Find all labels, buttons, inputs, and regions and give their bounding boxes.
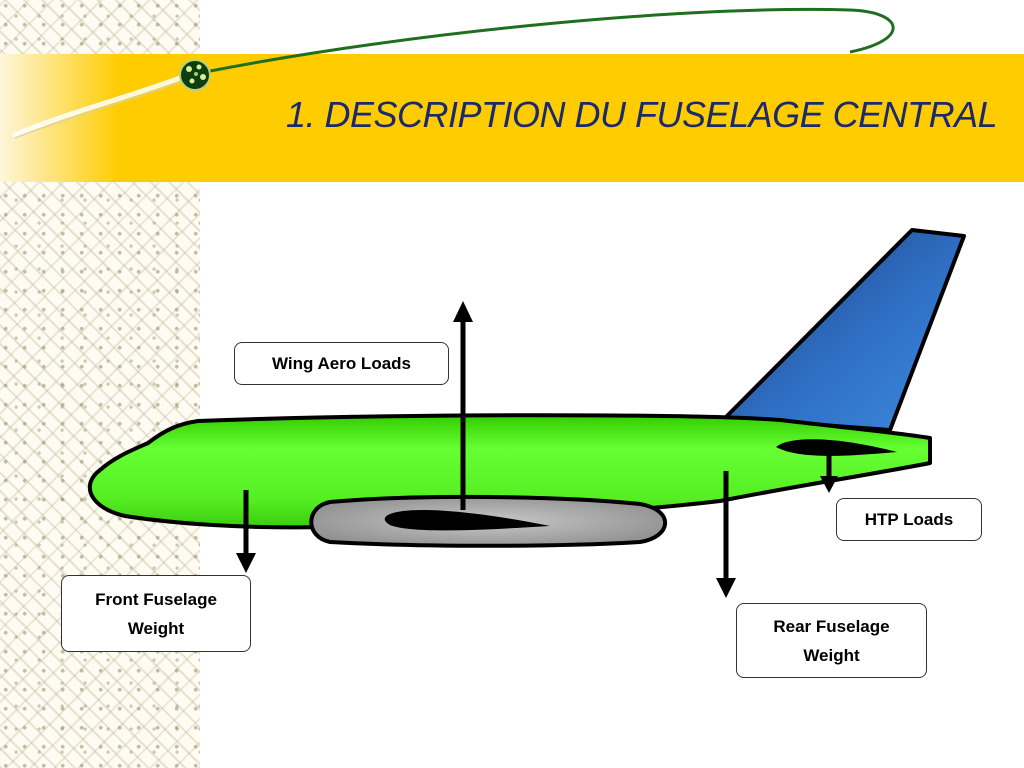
vertical-tail bbox=[723, 228, 966, 432]
globe-icon bbox=[179, 59, 211, 91]
rear-fuselage-weight-label: Rear Fuselage Weight bbox=[736, 603, 927, 678]
page-title: 1. DESCRIPTION DU FUSELAGE CENTRAL bbox=[286, 94, 998, 135]
wing-aero-loads-arrow bbox=[453, 301, 473, 510]
rear-fuselage-weight-arrow bbox=[716, 471, 736, 598]
htp-loads-arrow bbox=[820, 452, 838, 493]
title-bar-fade bbox=[0, 54, 200, 182]
swoosh-line bbox=[204, 7, 895, 74]
front-fuselage-weight-label: Front Fuselage Weight bbox=[61, 575, 251, 652]
swoosh-tail bbox=[12, 75, 183, 138]
wing-aero-loads-label: Wing Aero Loads bbox=[234, 342, 449, 385]
htp-loads-label: HTP Loads bbox=[836, 498, 982, 541]
front-fuselage-weight-arrow bbox=[236, 490, 256, 573]
htp-silhouette bbox=[776, 439, 897, 456]
wing-profile bbox=[384, 510, 550, 531]
